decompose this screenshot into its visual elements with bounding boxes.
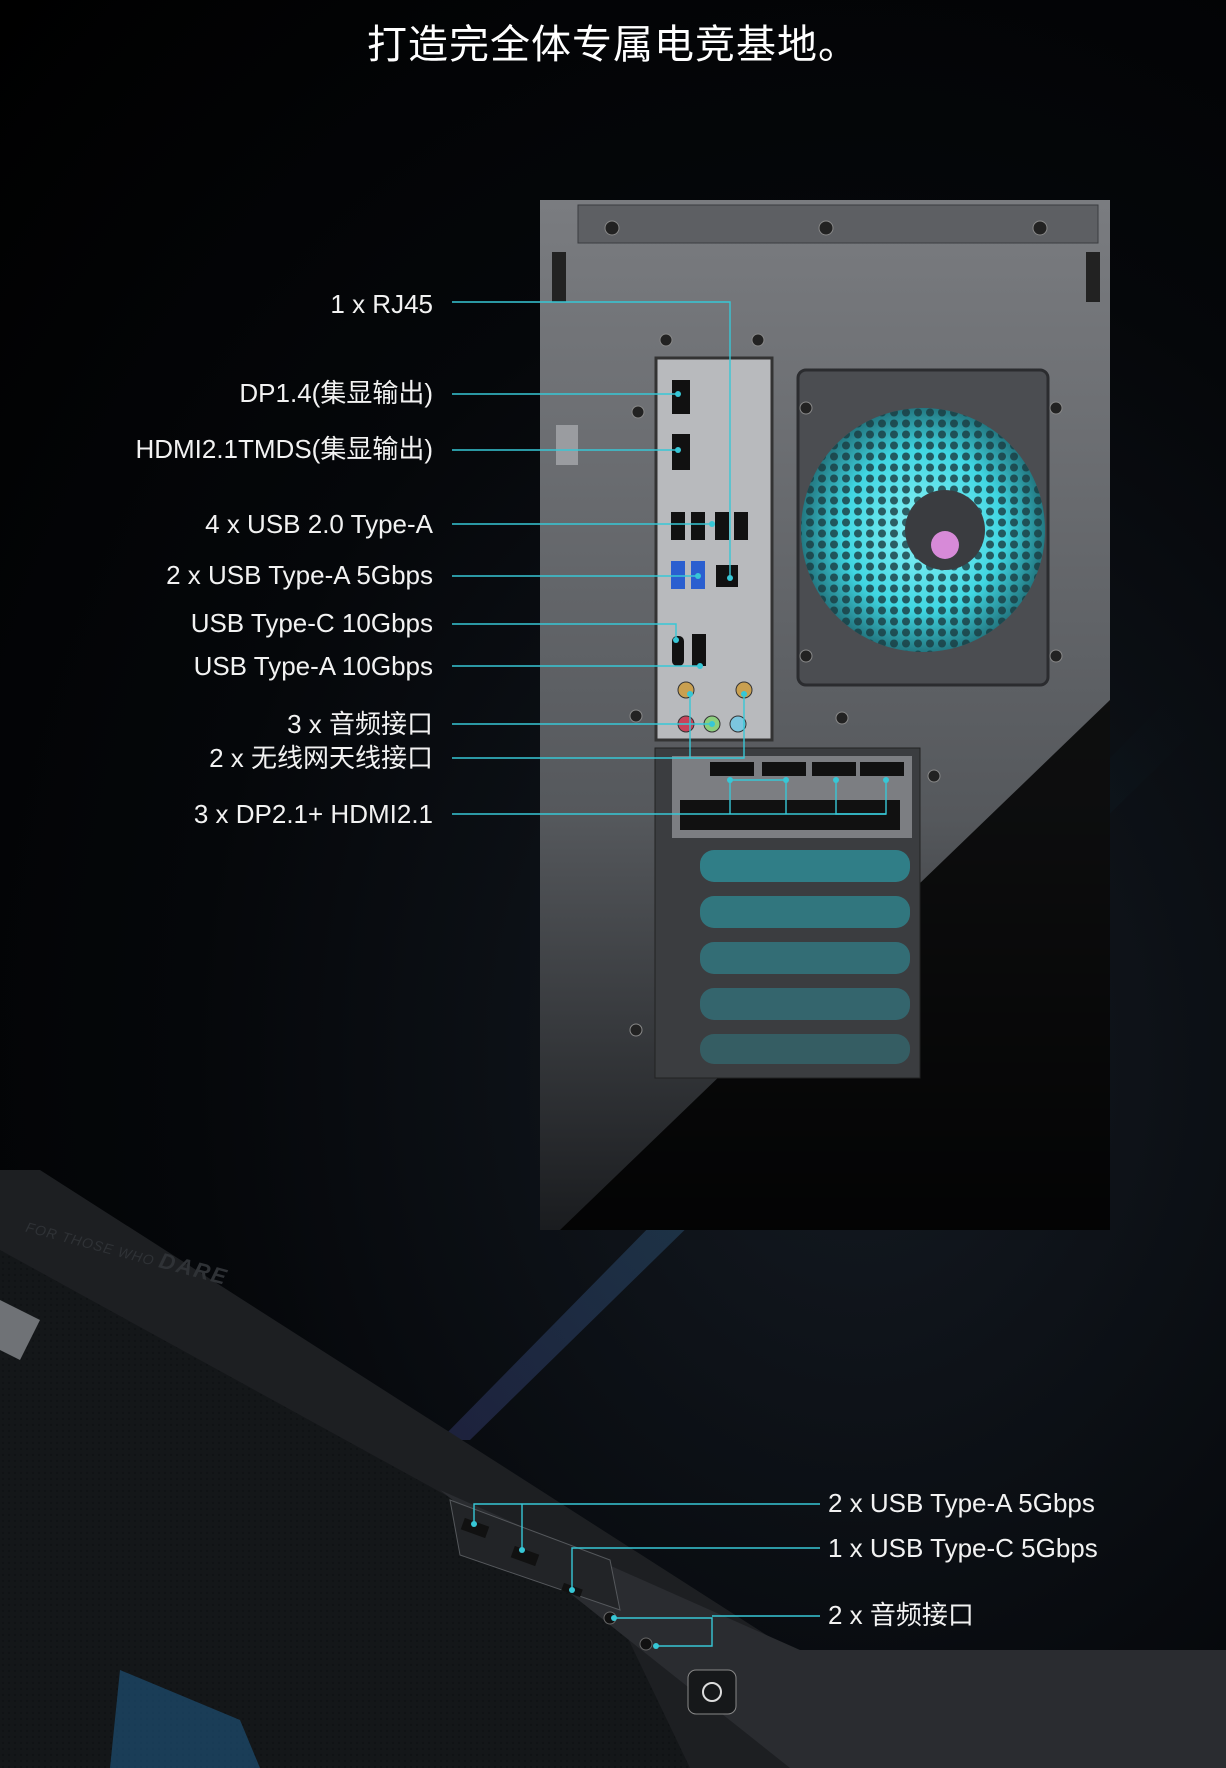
label-audio: 3 x 音频接口 xyxy=(287,709,433,739)
callout-lines xyxy=(452,301,887,1647)
callout-line-wifi xyxy=(452,694,745,759)
callout-line-front-usba xyxy=(473,1503,820,1524)
callout-line-gpu-2 xyxy=(729,779,787,814)
label-rj45: 1 x RJ45 xyxy=(330,289,433,319)
page-title: 打造完全体专属电竞基地。 xyxy=(367,23,859,67)
io-shield xyxy=(654,356,774,742)
rear-fan xyxy=(796,368,1063,687)
callout-line-usbc10 xyxy=(452,623,677,640)
front-case xyxy=(0,1170,1226,1768)
label-front-audio: 2 x 音频接口 xyxy=(828,1600,974,1630)
label-usba-5gbps: 2 x USB Type-A 5Gbps xyxy=(166,560,433,590)
label-gpu-outputs: 3 x DP2.1+ HDMI2.1 xyxy=(193,799,433,829)
label-wifi-antenna: 2 x 无线网天线接口 xyxy=(209,743,433,773)
callout-line-rj45 xyxy=(452,301,731,578)
expansion-slots xyxy=(654,747,921,1079)
callout-dots xyxy=(471,391,889,1649)
label-usba-10gbps: USB Type-A 10Gbps xyxy=(193,651,433,681)
callout-line-front-audio xyxy=(614,1617,713,1647)
callout-line-front-usbc xyxy=(571,1547,820,1590)
label-dp14: DP1.4(集显输出) xyxy=(239,378,433,408)
label-front-usba: 2 x USB Type-A 5Gbps xyxy=(828,1488,1095,1518)
label-hdmi: HDMI2.1TMDS(集显输出) xyxy=(135,434,433,464)
label-usb20: 4 x USB 2.0 Type-A xyxy=(205,509,433,539)
label-front-usbc: 1 x USB Type-C 5Gbps xyxy=(828,1533,1098,1563)
callout-line-gpu-3 xyxy=(835,780,887,815)
label-usbc-10gbps: USB Type-C 10Gbps xyxy=(190,608,433,638)
